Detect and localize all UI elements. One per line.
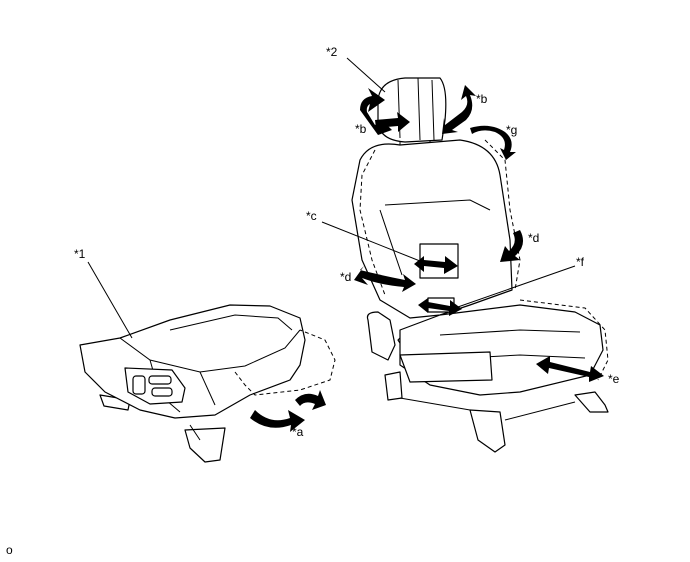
label-e: *e [608, 372, 620, 386]
label-c: *c [306, 209, 317, 223]
label-seat-front: *1 [74, 247, 86, 261]
label-b-top: *b [476, 92, 488, 106]
leader-c [321, 221, 431, 266]
label-f: *f [576, 255, 585, 269]
label-d-right: *d [528, 231, 539, 245]
leader-f [454, 265, 576, 309]
adjust-arrow-g [470, 125, 516, 160]
label-b-left: *b [355, 122, 367, 136]
leader-seat-front [87, 261, 133, 339]
seat-cushion-drawing [79, 304, 336, 463]
adjust-arrow-b-right [442, 85, 476, 134]
label-seat-full: *2 [326, 45, 338, 59]
full-seat-drawing [351, 77, 609, 453]
adjust-arrow-e [536, 356, 604, 382]
adjust-arrow-c [414, 256, 458, 274]
adjust-arrow-a [250, 390, 326, 432]
label-a: *a [292, 425, 304, 439]
leader-seat-full [346, 57, 386, 93]
label-d-left: *d [340, 270, 351, 284]
adjust-arrow-d-right [500, 230, 524, 262]
adjust-arrow-f [418, 298, 462, 316]
adjust-arrow-d-left [354, 266, 416, 292]
corner-mark: o [6, 543, 13, 557]
adjust-arrow-b-left [360, 88, 410, 135]
label-g: *g [506, 123, 517, 137]
